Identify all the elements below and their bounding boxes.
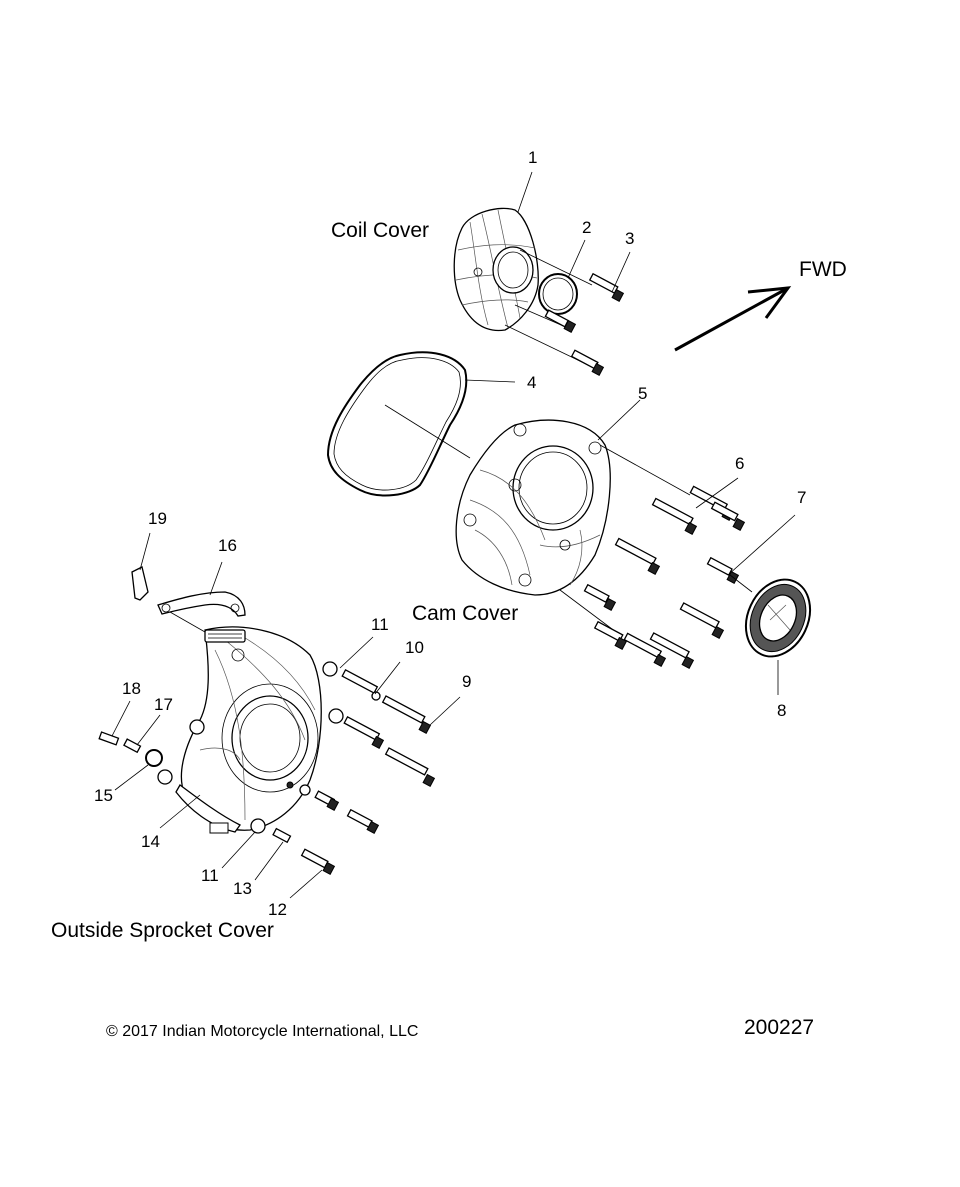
callout-4: 4 <box>527 373 537 392</box>
callout-18: 18 <box>122 679 141 698</box>
cam-cover-label: Cam Cover <box>412 602 519 625</box>
callout-9: 9 <box>462 672 472 691</box>
callout-6: 6 <box>735 454 745 473</box>
sprocket-cover-part <box>175 626 322 834</box>
callout-8: 8 <box>777 701 787 720</box>
figure-number: 200227 <box>744 1016 815 1039</box>
callout-12: 12 <box>268 900 287 919</box>
callout-7: 7 <box>797 488 807 507</box>
callout-17: 17 <box>154 695 173 714</box>
callout-14: 14 <box>141 832 160 851</box>
callout-3: 3 <box>625 229 635 248</box>
gasket-part <box>326 351 516 497</box>
callout-10: 10 <box>405 638 424 657</box>
sprocket-cover-hardware <box>98 661 436 875</box>
bracket-part <box>157 591 246 633</box>
o-ring-part <box>538 273 578 315</box>
callout-2: 2 <box>582 218 592 237</box>
coil-cover-label: Coil Cover <box>331 219 430 242</box>
callout-19: 19 <box>148 509 167 528</box>
copyright-text: © 2017 Indian Motorcycle International, … <box>106 1023 419 1040</box>
cam-cover-screws <box>583 485 746 669</box>
fwd-label: FWD <box>799 258 847 281</box>
coil-cover-part <box>453 207 539 332</box>
callout-11b: 11 <box>201 866 219 885</box>
callout-15: 15 <box>94 786 113 805</box>
callout-16: 16 <box>218 536 237 555</box>
outside-sprocket-cover-label: Outside Sprocket Cover <box>51 919 274 942</box>
medallion-part <box>729 574 812 658</box>
callout-1: 1 <box>528 148 538 167</box>
callout-leader-lines <box>111 171 796 899</box>
clip-part <box>131 566 149 601</box>
callout-11a: 11 <box>371 615 389 634</box>
callout-5: 5 <box>638 384 648 403</box>
forward-arrow-icon <box>674 286 792 352</box>
cam-cover-part <box>455 419 691 636</box>
coil-cover-screws <box>504 249 625 376</box>
callout-13: 13 <box>233 879 252 898</box>
